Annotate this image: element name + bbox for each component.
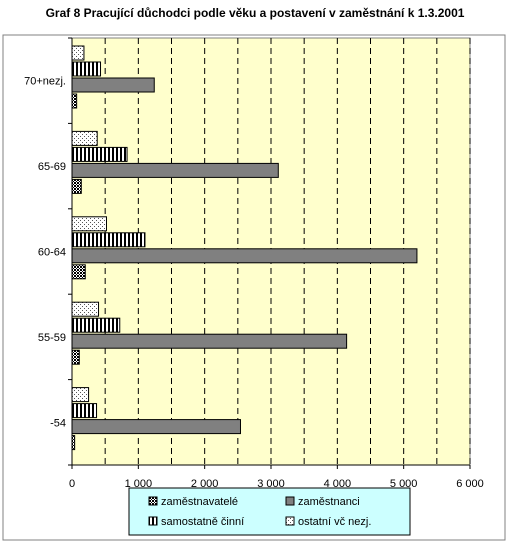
bar-dots-2: [71, 216, 107, 232]
bar-crosshatch-1: [71, 178, 82, 194]
bar-vertical-stripes-2: [71, 232, 146, 248]
bar-vertical-stripes-4: [71, 403, 98, 419]
bar-solid-gray-2: [71, 248, 418, 264]
bar-dots-1: [71, 130, 98, 146]
bar-solid-gray-0: [71, 77, 155, 93]
legend: zaměstnavatelé zaměstnanci samostatně činn…: [128, 487, 411, 536]
legend-box: [128, 487, 411, 536]
bar-crosshatch-0: [71, 93, 78, 109]
x-tick-label: 4 000: [324, 478, 352, 490]
x-tick-label: 1 000: [125, 478, 153, 490]
y-tick-label: 70+nezj.: [24, 76, 66, 88]
bar-solid-gray-4: [71, 419, 241, 435]
x-tick-label: 0: [69, 478, 75, 490]
x-tick-label: 3 000: [257, 478, 285, 490]
bar-solid-gray-3: [71, 333, 348, 349]
legend-label: zaměstnavatelé: [161, 496, 238, 508]
y-tick-label: 65-69: [38, 161, 66, 173]
bar-crosshatch-2: [71, 264, 86, 280]
bar-dots-0: [71, 45, 85, 61]
axes: 70+nezj. 65-69 60-64 55-59 -54 0 1 000 2 000 3 0…: [24, 37, 484, 490]
bar-solid-gray-1: [71, 162, 279, 178]
bar-dots-4: [71, 387, 90, 403]
y-tick-label: 55-59: [38, 332, 66, 344]
chart-frame: [2, 34, 506, 541]
legend-swatch: [148, 516, 158, 526]
x-tick-label: 2 000: [191, 478, 219, 490]
bar-dots-3: [71, 301, 100, 317]
bar-vertical-stripes-1: [71, 146, 128, 162]
legend-swatch: [148, 496, 158, 506]
bar-vertical-stripes-0: [71, 61, 102, 77]
legend-label: samostatně činní: [161, 516, 244, 528]
legend-swatch: [285, 496, 295, 506]
y-tick-label: -54: [50, 417, 66, 429]
legend-label: ostatní vč nezj.: [298, 516, 371, 528]
bar-vertical-stripes-3: [71, 317, 121, 333]
bar-crosshatch-3: [71, 349, 80, 365]
x-tick-label: 5 000: [390, 478, 418, 490]
legend-label: zaměstnanci: [298, 496, 360, 508]
x-tick-label: 6 000: [456, 478, 484, 490]
y-tick-label: 60-64: [38, 247, 66, 259]
chart-title: Graf 8 Pracující důchodci podle věku a p…: [45, 6, 465, 20]
legend-swatch: [285, 516, 295, 526]
